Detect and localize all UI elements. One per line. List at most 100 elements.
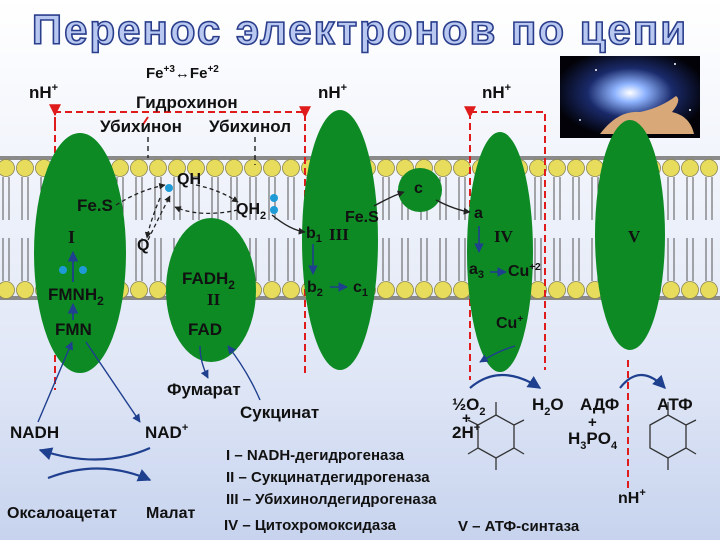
nH-label-3: nH+ [482, 82, 511, 102]
legend-ii: II – Сукцинатдегидрогеназа [226, 469, 430, 486]
complex-iv-numeral: IV [494, 227, 514, 246]
lipid-head [282, 281, 300, 299]
arrow-c-to-a [435, 199, 471, 215]
half-o2-label: ½O2 [452, 395, 486, 418]
complex-i-fmn: FMN [55, 320, 92, 339]
lipid-head [662, 281, 680, 299]
malate-label: Малат [146, 505, 195, 522]
complex-v [595, 120, 665, 350]
arrow-nadh-to-fmn [37, 341, 73, 423]
legend-v: V – АТФ-синтаза [458, 518, 580, 535]
complex-iv-cu2: Cu+2 [508, 262, 541, 280]
nH-label-2: nH+ [318, 82, 347, 102]
quinone-qh2: QH2 [236, 201, 266, 222]
lipid-head [700, 159, 718, 177]
nH-label-4: nH+ [618, 487, 646, 507]
ubiquinone-label: Убихинон [100, 117, 182, 136]
lipid-head [681, 159, 699, 177]
quinone-cycle-arrows [115, 182, 239, 241]
legend-iv: IV – Цитохромоксидаза [224, 517, 397, 534]
lipid-head [206, 159, 224, 177]
lipid-head [529, 281, 547, 299]
complex-iii [302, 110, 378, 370]
arrow-fes-to-c [373, 190, 405, 207]
electron-dot [59, 266, 67, 274]
lipid-head [149, 159, 167, 177]
arrow-succinate-to-fad [227, 345, 261, 401]
lipid-head [130, 281, 148, 299]
lipid-head [681, 281, 699, 299]
adp-label: АДФ [580, 395, 619, 414]
lipid-head [263, 159, 281, 177]
oxygen-to-water-arrow [469, 373, 542, 389]
fe-redox-label: Fe+3↔Fe+2 [146, 64, 219, 82]
complex-ii-fad: FAD [188, 320, 222, 339]
lipid-head [567, 281, 585, 299]
fumarate-label: Фумарат [167, 380, 241, 399]
adp-to-atp-arrow [619, 373, 666, 389]
plus-sign: + [462, 410, 471, 427]
lipid-head [0, 281, 15, 299]
lipid-head [434, 281, 452, 299]
complex-i-fes: Fe.S [77, 196, 113, 215]
lipid-head [263, 281, 281, 299]
electron-dot [270, 194, 278, 202]
arrow-nad-from-fmn [85, 341, 141, 423]
cytochrome-c-label: c [414, 180, 423, 197]
lipid-head [16, 159, 34, 177]
complex-iii-numeral: III [329, 225, 349, 244]
lipid-head [0, 159, 15, 177]
nad-cycle-arrow [38, 446, 151, 461]
complex-i-numeral: I [68, 227, 75, 247]
page-title: Перенос электронов по цепи [32, 6, 688, 53]
lipid-head [548, 159, 566, 177]
legend-iii: III – Убихинолдегидрогеназа [226, 491, 437, 508]
lipid-head [130, 159, 148, 177]
lipid-head [529, 159, 547, 177]
complex-iv-a: a [474, 205, 483, 222]
nH-label-1: nH+ [29, 82, 58, 102]
lipid-head [187, 159, 205, 177]
oxaloacetate-label: Оксалоацетат [7, 505, 117, 522]
electron-dot [270, 206, 278, 214]
lipid-head [16, 281, 34, 299]
lipid-head [700, 281, 718, 299]
lipid-head [149, 281, 167, 299]
lipid-head [567, 159, 585, 177]
lipid-head [415, 281, 433, 299]
lipid-head [377, 281, 395, 299]
hydroquinone-label: Гидрохинон [136, 93, 238, 112]
nadh-label: NADH [10, 423, 59, 442]
arrow-qh2-to-b1 [271, 214, 306, 235]
lipid-head [548, 281, 566, 299]
lipid-head [377, 159, 395, 177]
lipid-head [662, 159, 680, 177]
lipid-head [244, 159, 262, 177]
arrow-fad-to-fumarate [199, 345, 209, 379]
electron-dot [165, 184, 173, 192]
oxaloacetate-cycle-arrow [47, 467, 152, 482]
ubiquinol-label: Убихинол [209, 117, 291, 136]
quinone-dashed-links [147, 137, 256, 165]
complex-ii-fadh2: FADH2 [182, 269, 235, 292]
quinone-qh: QH [177, 171, 201, 188]
complex-ii-numeral: II [207, 290, 221, 309]
lipid-head [453, 159, 471, 177]
complex-i-fmnh2: FMNH2 [48, 285, 104, 308]
succinate-label: Сукцинат [240, 403, 319, 422]
cu-to-oxygen-arrow [479, 345, 516, 363]
quinone-structure-right [649, 402, 697, 470]
lipid-head [282, 159, 300, 177]
h3po4-label: H3PO4 [568, 429, 618, 452]
water-label: H2O [532, 395, 564, 418]
complex-ii [166, 218, 256, 362]
lipid-head [225, 159, 243, 177]
complex-iii-fes: Fe.S [345, 209, 379, 226]
cytochrome-c [398, 168, 442, 212]
lipid-head [453, 281, 471, 299]
lipid-head [168, 159, 186, 177]
complex-iii-b2: b2 [307, 279, 323, 299]
two-h-label: 2H+ [452, 422, 480, 442]
complex-iii-c1: c1 [353, 279, 368, 299]
